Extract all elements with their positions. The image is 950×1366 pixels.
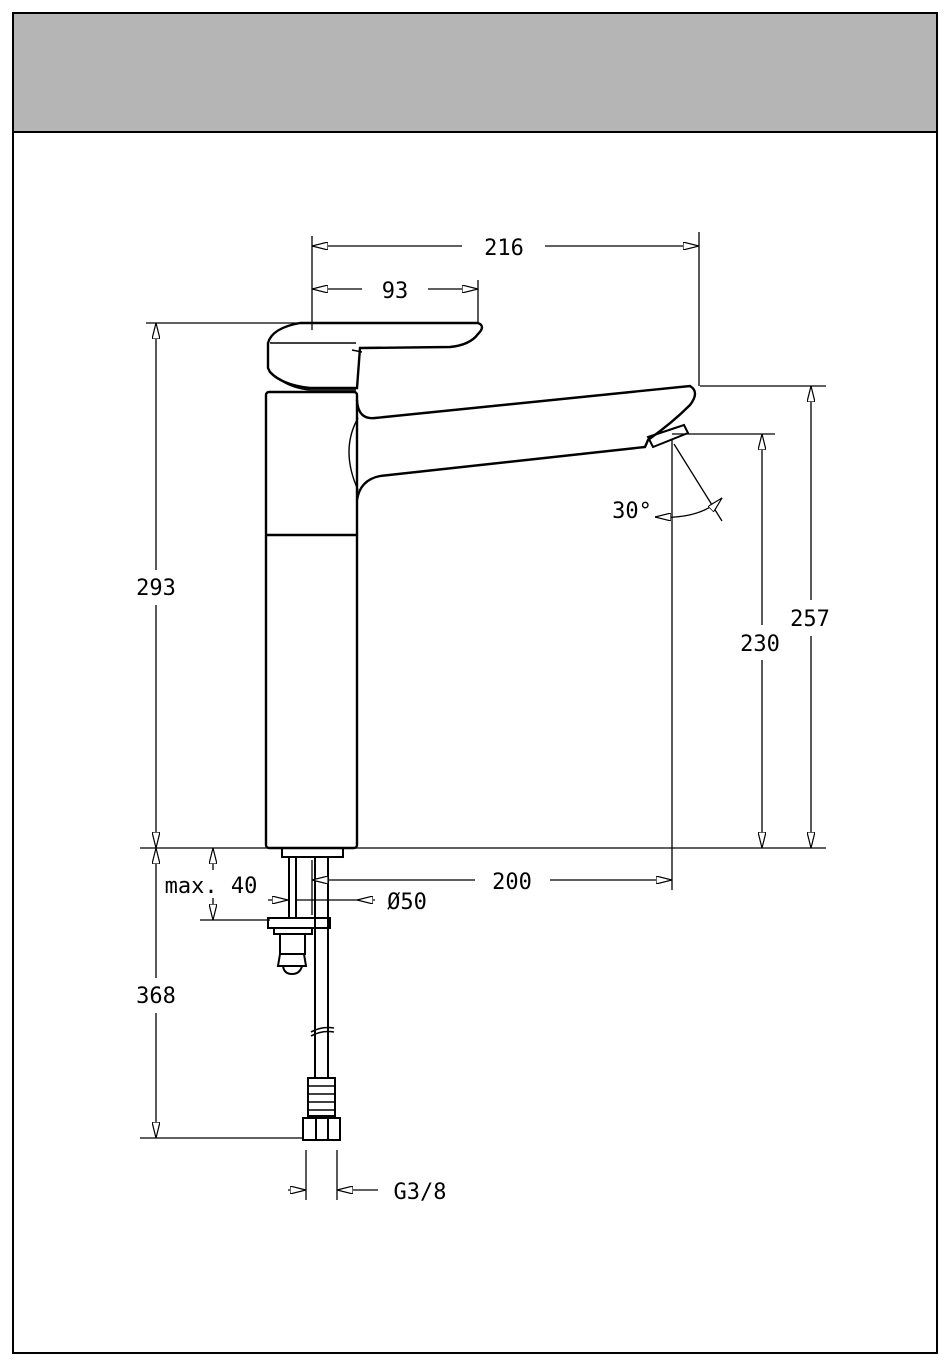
dim-angle-label: 30° (612, 499, 652, 524)
dim-93-label: 93 (382, 279, 409, 304)
base-flange (282, 848, 343, 857)
connection-nut (303, 1118, 340, 1140)
faucet-body (266, 323, 695, 857)
dim-thread-label: G3/8 (394, 1180, 447, 1205)
faucet-column (266, 392, 357, 848)
dim-max40-label: max. 40 (165, 874, 258, 899)
dim-diameter-label: Ø50 (387, 890, 427, 915)
dim-200-label: 200 (492, 870, 532, 895)
dimension-lines (140, 232, 826, 1200)
dim-257-label: 257 (790, 607, 830, 632)
dim-293-label: 293 (136, 576, 176, 601)
lever-handle (268, 323, 482, 388)
dim-368-label: 368 (136, 984, 176, 1009)
fixing-nut (280, 934, 305, 954)
dim-230-label: 230 (740, 632, 780, 657)
lever-detail (270, 343, 362, 352)
dim-216-label: 216 (484, 236, 524, 261)
spout (357, 386, 695, 500)
aerator (648, 425, 688, 447)
mounting-plate (268, 918, 330, 928)
